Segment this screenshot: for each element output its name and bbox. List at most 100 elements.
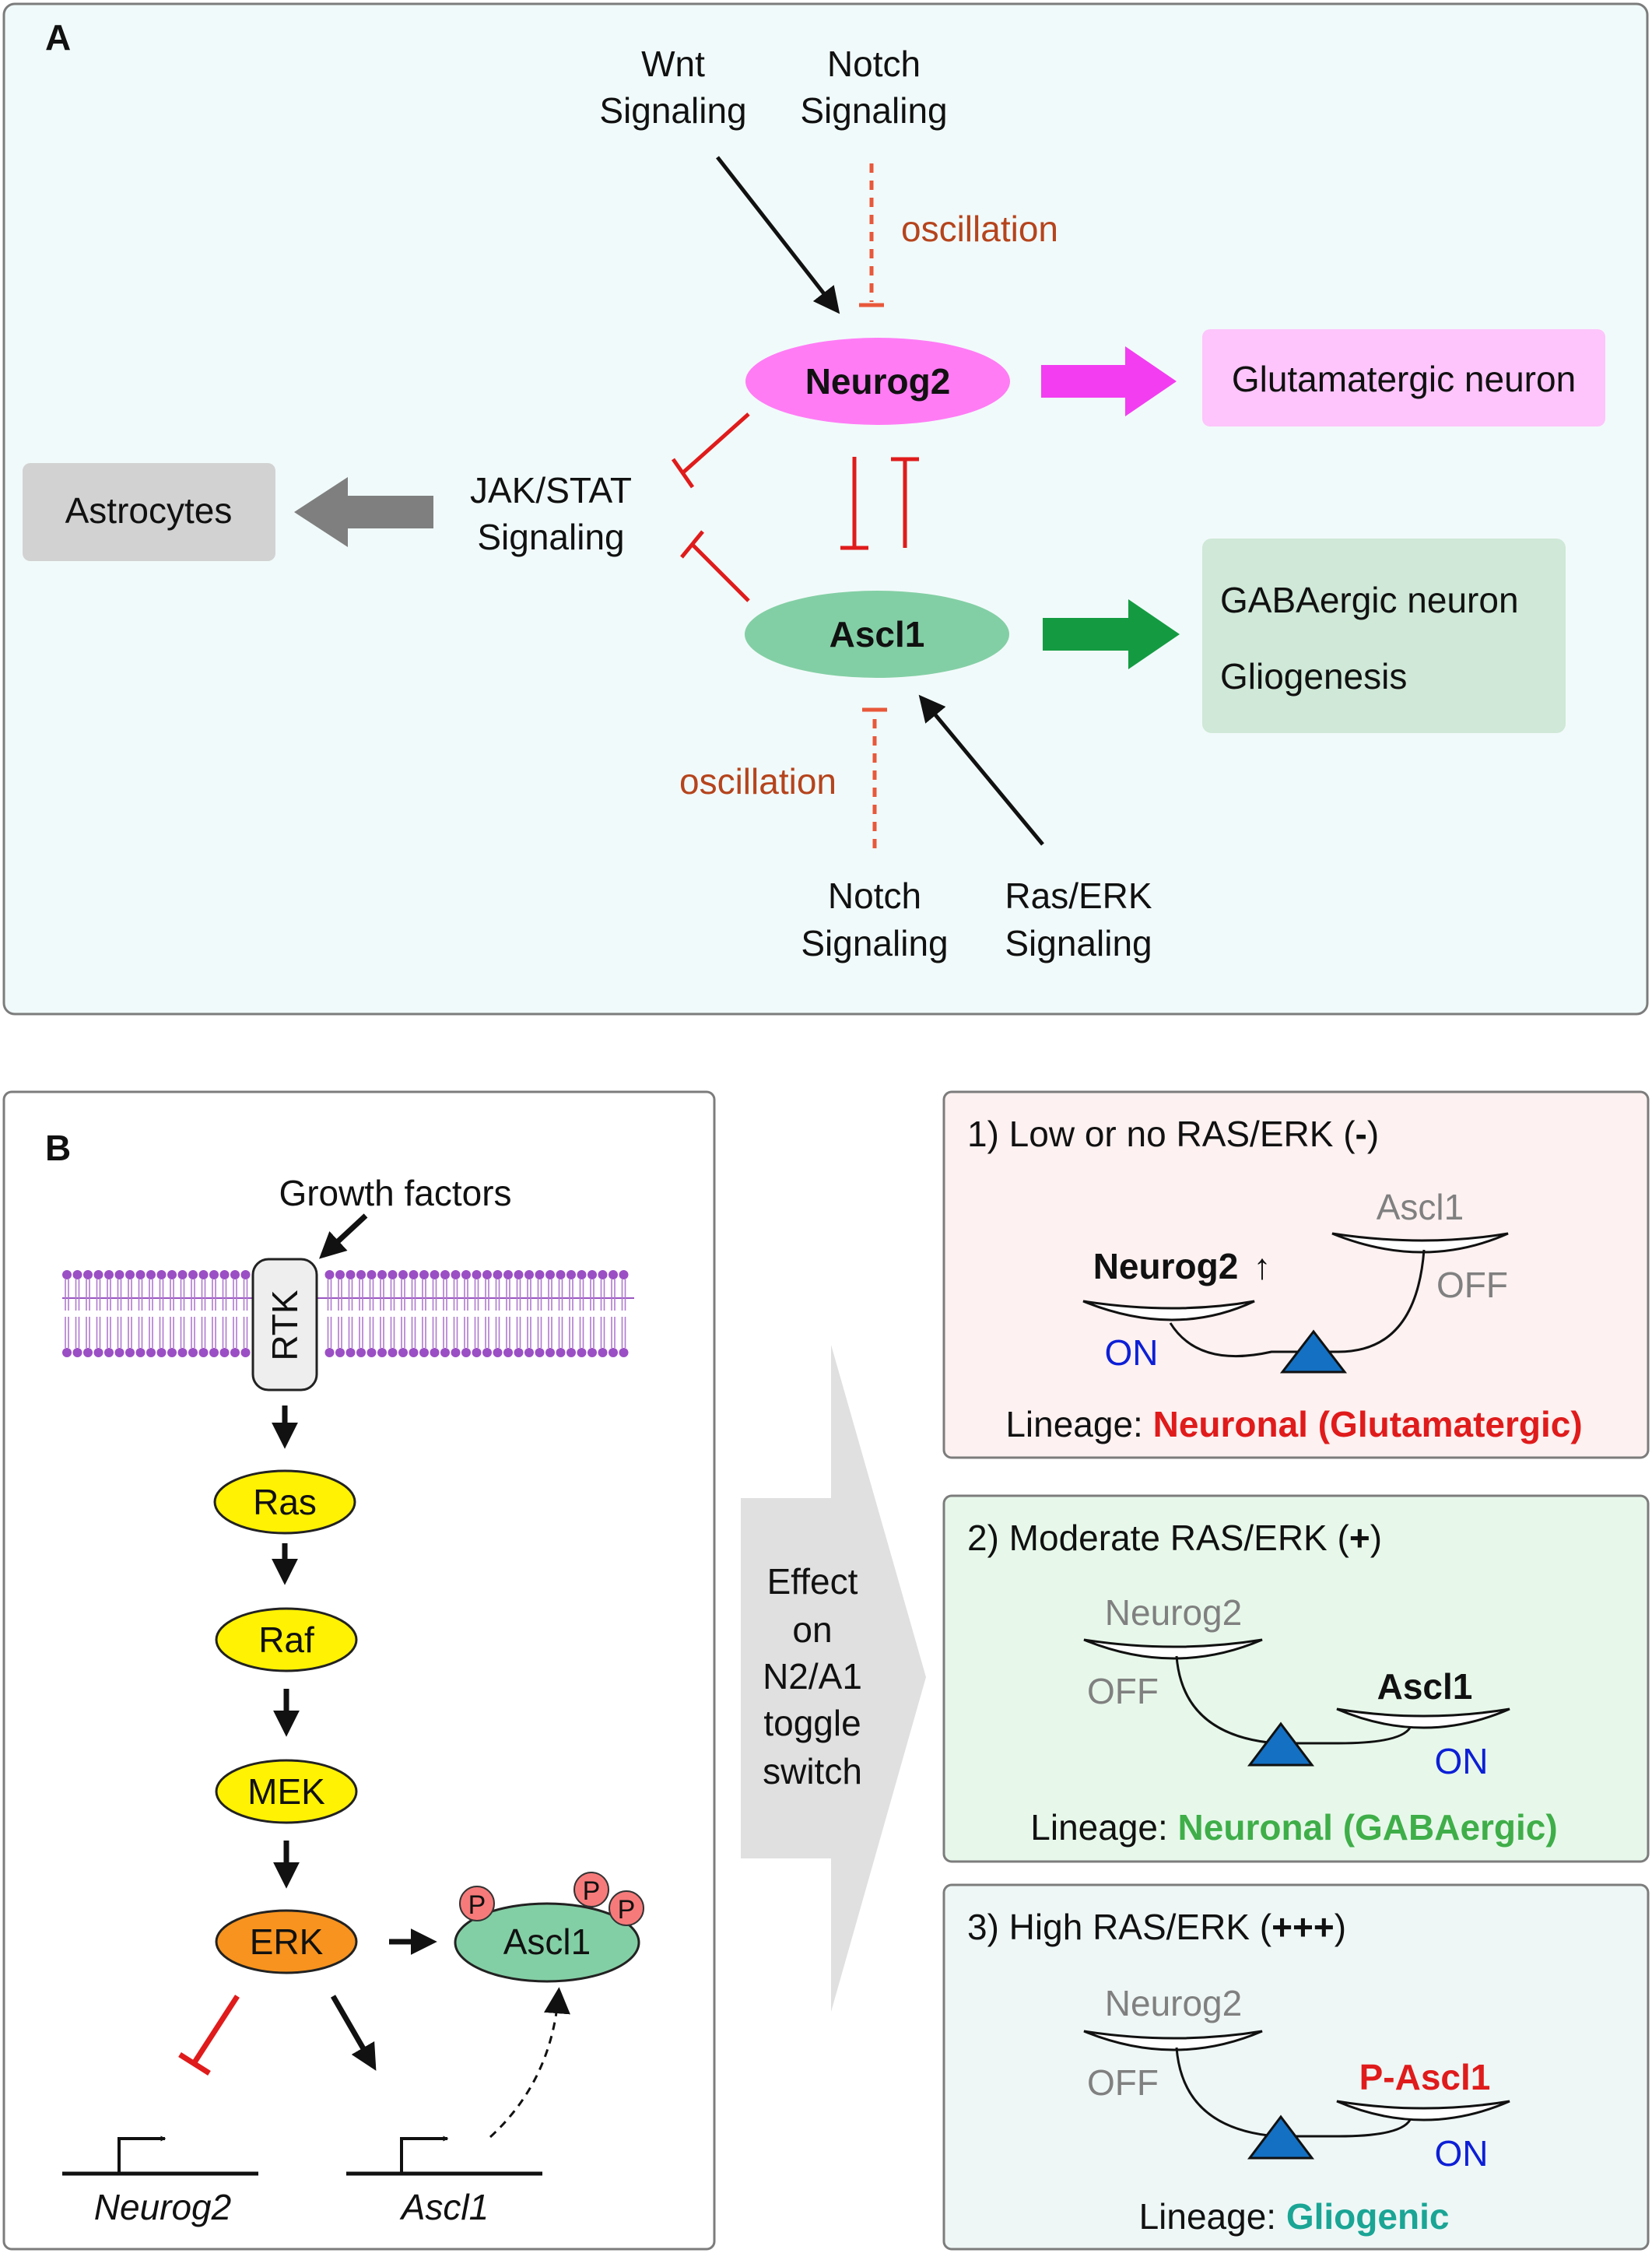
lipid-head: [230, 1348, 240, 1357]
scenario-high-right-state: ON: [1435, 2133, 1489, 2174]
lipid-tail: [369, 1317, 374, 1348]
panel-a-frame: [2, 2, 1649, 1016]
lipid-head: [83, 1270, 93, 1279]
scenario-high-title: 3) High RAS/ERK (+++): [967, 1907, 1346, 1947]
lipid-tail: [432, 1317, 437, 1348]
ascl1-gene-label: Ascl1: [399, 2187, 489, 2227]
phospho-site-1: [459, 1886, 495, 1921]
lipid-tail: [579, 1279, 584, 1311]
lipid-tail: [128, 1317, 132, 1348]
lipid-tail: [359, 1279, 363, 1311]
lipid-tail: [180, 1279, 185, 1311]
lipid-head: [324, 1348, 335, 1357]
scenario-high-right-label: P-Ascl1: [1359, 2057, 1491, 2097]
lipid-tail: [348, 1317, 353, 1348]
translation-dashed-arrow: [489, 1987, 570, 2139]
lipid-head: [240, 1270, 251, 1279]
lipid-head: [503, 1348, 513, 1357]
lipid-tail: [390, 1279, 395, 1311]
neurog2-node: [745, 338, 1010, 425]
mek-node: [215, 1759, 358, 1824]
wnt-label-line1: Wnt: [641, 44, 705, 84]
lipid-head: [177, 1348, 188, 1357]
wnt-label-line2: Signaling: [599, 90, 746, 131]
lipid-head: [198, 1270, 209, 1279]
lipid-tail: [590, 1279, 595, 1311]
ras-label: Ras: [253, 1482, 317, 1522]
lipid-tail: [212, 1317, 216, 1348]
oscillation-top-label: oscillation: [901, 209, 1058, 249]
lipid-tail: [401, 1317, 405, 1348]
lipid-head: [609, 1270, 618, 1279]
lipid-head: [146, 1270, 156, 1279]
scenario-moderate-right-pan: [1336, 1707, 1510, 1729]
lipid-tail: [401, 1279, 405, 1311]
scenario-low-beam: [1169, 1249, 1426, 1357]
jakstat-output-arrow: [294, 477, 433, 547]
effect-label-2: on: [792, 1609, 832, 1650]
lipid-tail: [327, 1279, 332, 1311]
lipid-tail: [485, 1317, 489, 1348]
lipid-tail: [558, 1317, 563, 1348]
lipid-head: [377, 1270, 387, 1279]
lipid-head: [377, 1348, 387, 1357]
lipid-head: [167, 1270, 177, 1279]
lipid-tail: [149, 1317, 153, 1348]
lipid-tail: [600, 1279, 605, 1311]
ascl1-label: Ascl1: [830, 614, 925, 654]
lipid-tail: [212, 1279, 216, 1311]
scenario-moderate-left-pan: [1083, 1638, 1263, 1660]
lipid-tail: [338, 1279, 342, 1311]
lipid-head: [430, 1348, 440, 1357]
lipid-head: [451, 1270, 461, 1279]
lipid-tail: [86, 1279, 90, 1311]
lipid-head: [482, 1348, 492, 1357]
lipid-tail: [75, 1317, 80, 1348]
lipid-tail: [243, 1279, 248, 1311]
phospho-site-3: [609, 1890, 644, 1926]
lipid-head: [72, 1348, 82, 1357]
lipid-tail: [527, 1317, 531, 1348]
lipid-tail: [611, 1317, 616, 1348]
lipid-head: [209, 1270, 219, 1279]
lipid-head: [167, 1348, 177, 1357]
wnt-activation-arrow: [716, 156, 840, 314]
neurog2-label: Neurog2: [805, 361, 951, 402]
lipid-tail: [380, 1317, 384, 1348]
neurog2-inhibits-jakstat-line: [682, 412, 750, 474]
lipid-head: [156, 1348, 167, 1357]
lipid-head: [461, 1270, 471, 1279]
scenario-moderate-frame: [942, 1494, 1650, 1863]
lipid-tail: [117, 1279, 122, 1311]
lipid-head: [367, 1270, 377, 1279]
scenario-low-left-pan: [1082, 1300, 1255, 1321]
panel-b: B Growth factors RTK Ras Raf MEK ERK Asc…: [2, 1090, 716, 2251]
lipid-tail: [537, 1279, 542, 1311]
mek-label: MEK: [247, 1771, 325, 1812]
scenario-moderate: 2) Moderate RAS/ERK (+) Neurog2 Ascl1 OF…: [942, 1494, 1650, 1863]
lipid-head: [409, 1270, 419, 1279]
lipid-tail: [453, 1279, 458, 1311]
neurog2-promoter-arrow: [117, 2135, 167, 2174]
scenario-low-left-state: ON: [1105, 1332, 1159, 1373]
lipid-tail: [611, 1279, 616, 1311]
lipid-head: [324, 1270, 335, 1279]
lipid-tail: [180, 1317, 185, 1348]
ascl1-protein-label: Ascl1: [503, 1921, 591, 1962]
lipid-head: [409, 1348, 419, 1357]
lipid-tail: [191, 1279, 195, 1311]
lipid-head: [114, 1348, 125, 1357]
scenario-low-frame: [942, 1090, 1650, 1459]
lipid-head: [398, 1270, 408, 1279]
lipid-head: [451, 1348, 461, 1357]
neurog2-output-arrow: [1041, 346, 1177, 416]
lipid-tail: [453, 1317, 458, 1348]
lipid-tail: [422, 1279, 426, 1311]
glutamatergic-label: Glutamatergic neuron: [1232, 359, 1576, 399]
scenario-moderate-fulcrum: [1247, 1721, 1315, 1767]
lipid-tail: [516, 1317, 521, 1348]
lipid-head: [482, 1270, 492, 1279]
lipid-head: [609, 1348, 618, 1357]
scenario-high-fulcrum: [1247, 2114, 1315, 2160]
lipid-head: [514, 1270, 524, 1279]
